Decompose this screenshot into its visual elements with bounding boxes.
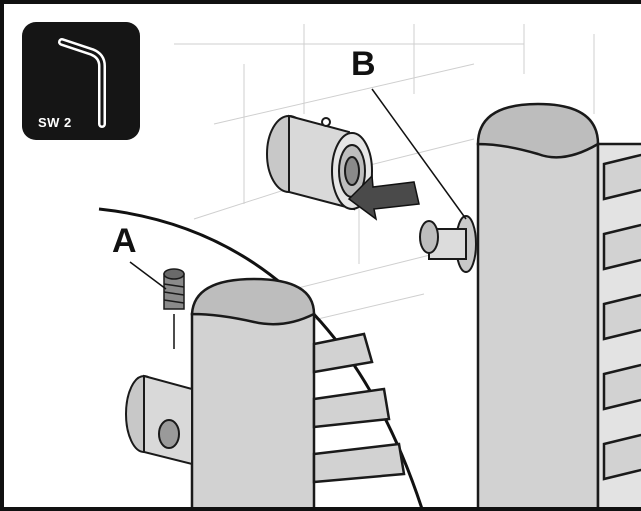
leader-line-a: [129, 261, 167, 290]
callout-a: A: [112, 222, 137, 260]
callout-b: B: [351, 45, 376, 83]
tool-size-label: SW 2: [38, 115, 72, 130]
right-rail: [476, 102, 641, 507]
left-rail: [190, 277, 406, 507]
grub-screw: [163, 268, 185, 310]
rail-connector: [419, 215, 477, 273]
insert-arrow: [347, 174, 420, 221]
allen-key-icon: [58, 38, 106, 128]
leader-line-b: [371, 88, 467, 220]
tool-badge: SW 2: [22, 22, 140, 140]
assembly-illustration: [98, 24, 641, 507]
left-bracket: [125, 374, 193, 466]
